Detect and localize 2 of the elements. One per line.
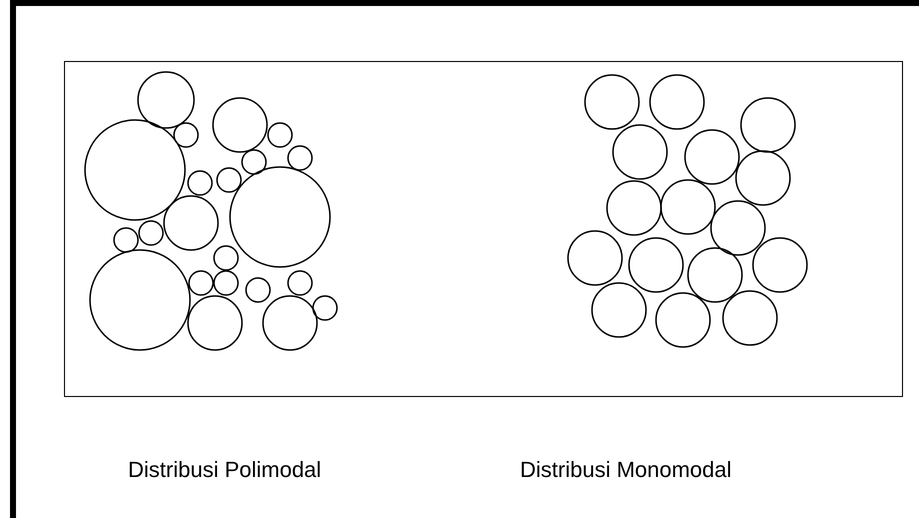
caption-text: Distribusi Polimodal: [128, 457, 322, 483]
caption-text: Distribusi Monomodal: [520, 457, 732, 483]
